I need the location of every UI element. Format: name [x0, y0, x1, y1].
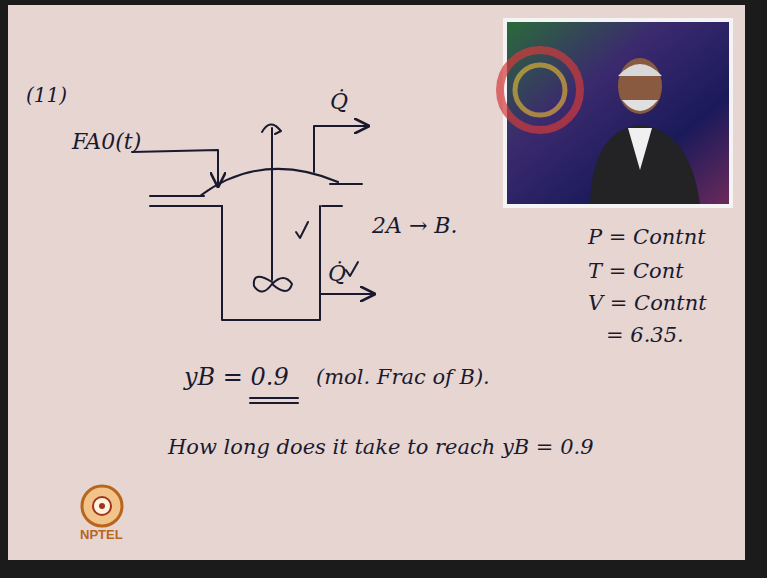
nptel-logo: [82, 486, 122, 526]
logo-text: NPTEL: [80, 528, 123, 542]
video-inset: [500, 18, 733, 208]
section-number: (11): [26, 84, 67, 106]
heat-label: Q̇: [330, 90, 348, 114]
condition-note: P = Contnt: [588, 226, 706, 249]
volume-value: = 6.35.: [606, 324, 684, 347]
note-text: (mol. Frac of B).: [316, 366, 490, 389]
target-fraction: yB = 0.9: [184, 364, 289, 390]
question-text: How long does it take to reach yB = 0.9: [168, 436, 594, 459]
reaction-equation: 2A → B.: [372, 214, 457, 238]
heat-label: Q̇: [328, 262, 346, 286]
condition-note: V = Contnt: [588, 292, 707, 315]
condition-note: T = Cont: [588, 260, 684, 283]
paper: [8, 5, 745, 560]
feed-label: FA0(t): [72, 130, 141, 154]
